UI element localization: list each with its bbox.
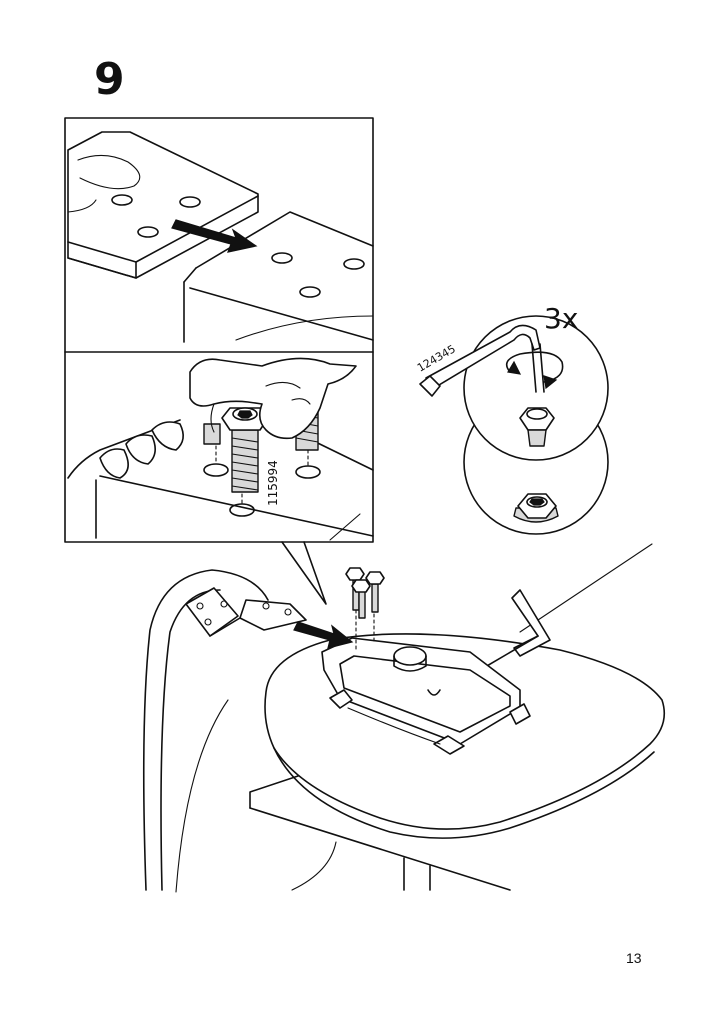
page-number: 13 (626, 950, 642, 966)
detail-plate-alignment (67, 131, 374, 343)
detail-inset-box (64, 117, 374, 605)
quantity-label: 3x (544, 302, 578, 335)
bolt-part-number: 115994 (266, 460, 280, 506)
detail-bolt-insertion (67, 357, 374, 541)
tightening-detail-circles (419, 315, 609, 535)
step-number: 9 (94, 54, 125, 105)
chair-seat-assembly (142, 543, 666, 893)
